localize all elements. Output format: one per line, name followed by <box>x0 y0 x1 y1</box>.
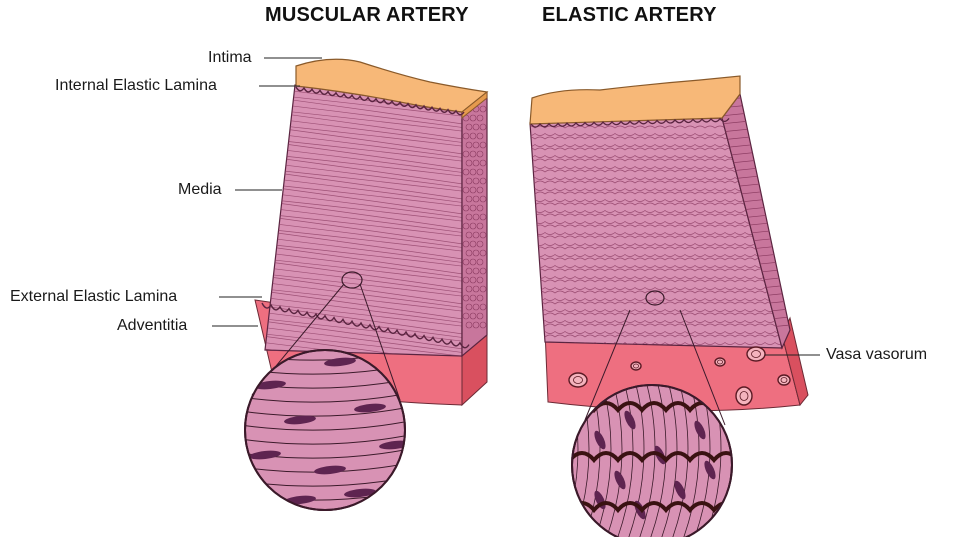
label-intima: Intima <box>208 49 252 67</box>
label-media: Media <box>178 181 222 199</box>
elastic-artery-block <box>525 76 808 537</box>
muscular-artery-block <box>240 59 487 514</box>
label-external-elastic-lamina: External Elastic Lamina <box>10 288 177 306</box>
muscular-artery-title: MUSCULAR ARTERY <box>265 4 469 27</box>
elastic-intima <box>530 76 740 124</box>
label-adventitia: Adventitia <box>117 317 187 335</box>
elastic-artery-title: ELASTIC ARTERY <box>542 4 717 27</box>
label-internal-elastic-lamina: Internal Elastic Lamina <box>55 77 217 95</box>
label-vasa-vasorum: Vasa vasorum <box>826 346 927 364</box>
